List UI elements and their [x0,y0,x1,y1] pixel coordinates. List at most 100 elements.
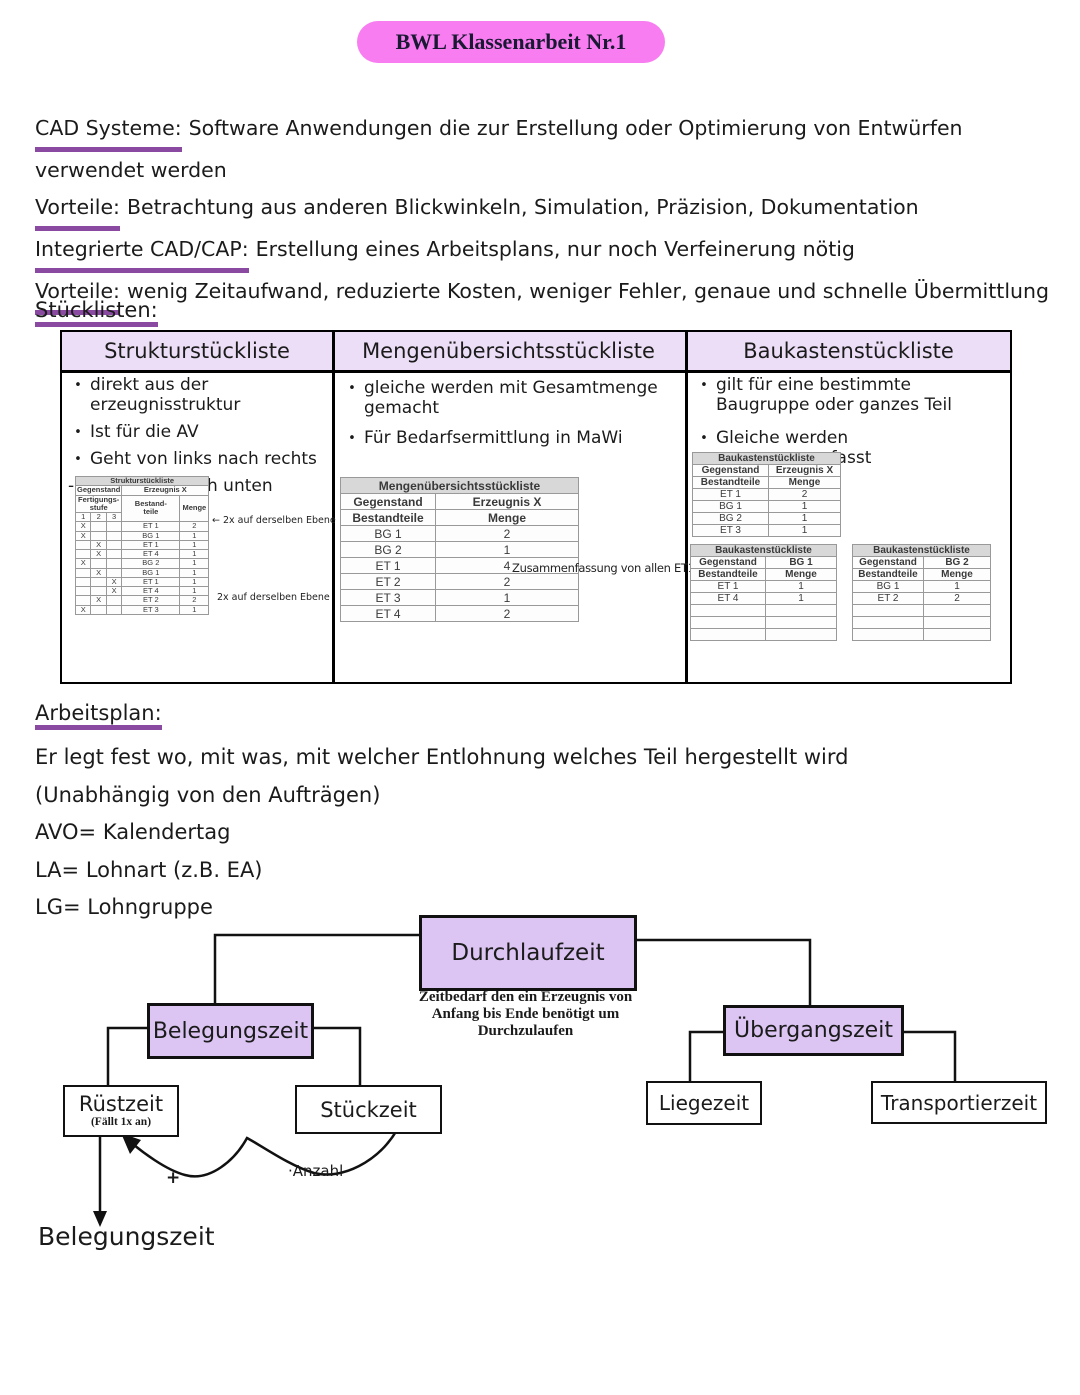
table-cell: ET 1 [690,580,766,593]
header-cell: Bestandteile [852,568,924,581]
durchlaufzeit-caption: Zeitbedarf den ein Erzeugnis von Anfang … [418,989,633,1039]
table-cell: X [74,530,92,541]
stuecklisten-table: Strukturstückliste Mengenübersichtsstück… [60,330,1012,684]
table-row [690,628,837,641]
header-cell: Menge [923,568,991,581]
bullet-icon: • [348,381,356,396]
table-cell: 1 [179,558,210,569]
node-transportierzeit: Transportierzeit [871,1081,1047,1124]
table-cell [90,558,107,569]
page-title: BWL Klassenarbeit Nr.1 [395,29,627,54]
bullet-icon: • [74,378,82,393]
node-belegungszeit: Belegungszeit [147,1003,314,1059]
table-cell: 2 [923,592,991,605]
table-cell: BG 1 [852,580,924,593]
paragraph-line: LG= Lohngruppe [35,895,213,919]
header-cell: BG 2 [923,556,991,569]
intro-line: CAD Systeme:Software Anwendungen die zur… [35,110,1065,189]
table-cell: ET 2 [121,595,181,606]
table-cell: X [90,567,107,578]
bullet-item: •gilt für eine bestimmte Baugruppe oder … [692,375,997,415]
table-cell: ET 2 [852,592,924,605]
down-arrow-head [93,1211,107,1227]
table-cell [74,595,92,606]
table-cell: 1 [768,524,841,537]
header-cell: Bestandteile [340,509,436,526]
heading-text: Stücklisten: [35,298,158,327]
paragraph-line: AVO= Kalendertag [35,820,231,844]
header-cell: Bestand- teile [121,494,181,523]
bullet-text: Geht von links nach rechts [90,449,317,469]
heading-text: Arbeitsplan: [35,701,162,730]
table-cell [690,616,766,629]
annotation-text: Zusammenfassung von allen ET1 [512,561,695,575]
node-stueckzeit: Stückzeit [295,1085,442,1134]
annotation-zusammenfassung: Zusammenfassung von allen ET1 [512,561,695,575]
sum-curve [127,1129,399,1178]
table-row [852,628,991,641]
table-cell [90,521,107,532]
header-cell: Gegenstand [74,485,123,496]
header-cell: Menge [768,476,841,489]
node-ruestzeit: Rüstzeit (Fällt 1x an) [63,1085,179,1137]
table-cell: X [74,604,92,615]
annotation-text: 2x auf derselben Ebene [222,515,336,526]
table-row [690,616,837,629]
table-cell: BG 1 [121,530,181,541]
anzahl-label: ·Anzahl [288,1162,344,1180]
header-cell: Erzeugnis X [121,485,210,496]
table-cell [923,628,991,641]
column-header-struktur: Strukturstückliste [104,339,290,363]
node-liegezeit: Liegezeit [646,1081,762,1125]
header-cell: Bestandteile [690,568,766,581]
table-cell: 2 [435,605,579,622]
table-cell [105,567,123,578]
intro-line: Vorteile:Betrachtung aus anderen Blickwi… [35,189,1065,231]
table-cell: 2 [768,488,841,501]
node-label: Transportierzeit [880,1090,1038,1115]
node-sublabel: (Fällt 1x an) [90,1115,152,1128]
mini-table-title: Mengenübersichtsstückliste [340,477,579,494]
intro-line: Integrierte CAD/CAP:Erstellung eines Arb… [35,231,1065,273]
table-cell [923,604,991,617]
intro-line: Vorteile:wenig Zeitaufwand, reduzierte K… [35,273,1065,315]
table-cell: 1 [765,580,837,593]
table-cell [852,628,924,641]
node-label: Stückzeit [320,1097,417,1122]
header-cell: Menge [435,509,579,526]
column-header-baukasten: Baukastenstückliste [743,339,954,363]
table-cell: 1 [765,592,837,605]
mini-table-title: Strukturstückliste [74,475,210,487]
term-text: Software Anwendungen die zur Erstellung … [35,116,963,182]
section-heading-arbeitsplan: Arbeitsplan: [35,701,162,730]
table-cell: 1 [179,530,210,541]
belegungszeit-result-label: Belegungszeit [38,1222,215,1251]
table-cell [105,539,123,551]
bullet-icon: • [700,378,708,393]
connector-durchlauf-beleg [213,933,419,1003]
section-heading-stuecklisten: Stücklisten: [35,298,158,327]
header-cell: Gegenstand [692,464,769,477]
table-cell [105,604,123,615]
table-row [852,604,991,617]
table-cell: BG 2 [121,558,181,569]
title-badge: BWL Klassenarbeit Nr.1 [357,21,665,63]
table-cell [765,604,837,617]
